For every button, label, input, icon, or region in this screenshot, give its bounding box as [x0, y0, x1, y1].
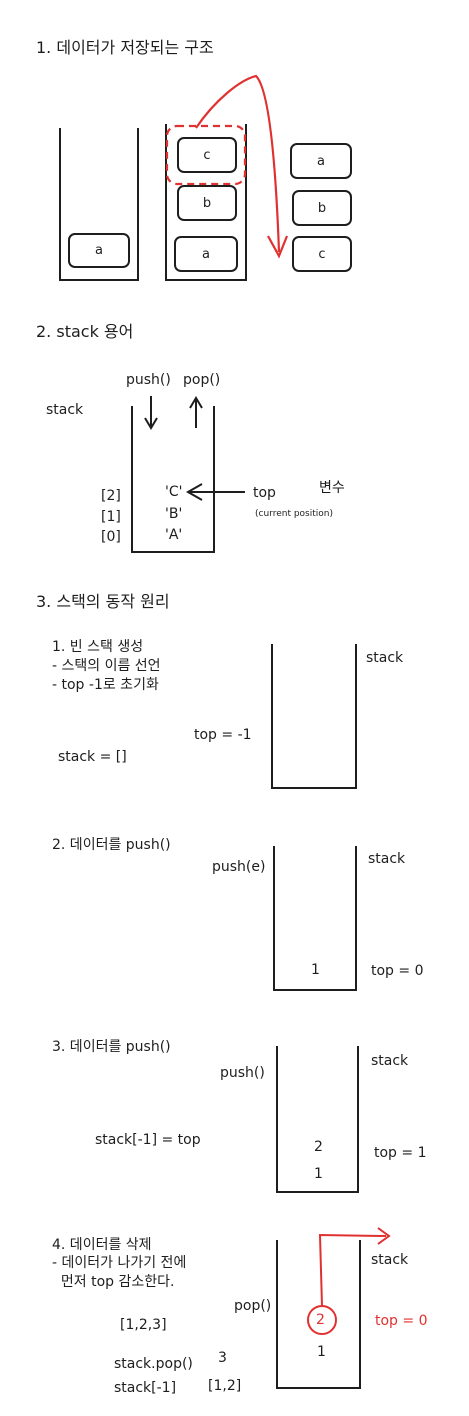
pop-label: pop()	[183, 372, 221, 388]
step3-stack-label: stack	[371, 1053, 409, 1069]
value-b: 'B'	[165, 506, 183, 522]
top-label: top	[253, 485, 276, 501]
section-1-title: 1. 데이터가 저장되는 구조	[36, 38, 214, 57]
stack1-item-a: a	[68, 233, 130, 268]
step3-top: top = 1	[374, 1145, 427, 1161]
output-item-b: b	[292, 190, 352, 226]
step3-item-2: 2	[314, 1139, 323, 1155]
output-item-a: a	[290, 143, 352, 179]
value-a: 'A'	[165, 527, 183, 543]
step4-action: pop()	[234, 1298, 272, 1314]
section-2-title: 2. stack 용어	[36, 322, 134, 341]
stack2-item-c: c	[177, 137, 237, 173]
step1-line-2: - 스택의 이름 선언	[52, 658, 161, 674]
value-c: 'C'	[165, 484, 183, 500]
step4-list: [1,2,3]	[120, 1317, 167, 1333]
step4-code-pop: stack.pop()	[114, 1356, 193, 1372]
output-item-c: c	[292, 236, 352, 272]
step4-top: top = 0	[375, 1313, 428, 1329]
stack2-item-b: b	[177, 185, 237, 221]
step2-action: push(e)	[212, 859, 266, 875]
stack-label: stack	[46, 402, 84, 418]
step3-item-1: 1	[314, 1166, 323, 1182]
step1-line-1: 1. 빈 스택 생성	[52, 639, 144, 655]
push-label: push()	[126, 372, 171, 388]
step2-top: top = 0	[371, 963, 424, 979]
step3-action: push()	[220, 1065, 265, 1081]
section-3-title: 3. 스택의 동작 원리	[36, 592, 170, 611]
step4-stack-label: stack	[371, 1252, 409, 1268]
index-1: [1]	[101, 509, 121, 525]
stack2-item-a: a	[174, 236, 238, 272]
step4-line-3: 먼저 top 감소한다.	[52, 1274, 175, 1290]
step3-code: stack[-1] = top	[95, 1132, 201, 1148]
step3-title: 3. 데이터를 push()	[52, 1039, 171, 1055]
step4-code-last: stack[-1]	[114, 1380, 177, 1396]
step4-item-2: 2	[316, 1312, 325, 1328]
step2-item-1: 1	[311, 962, 320, 978]
step4-item-1: 1	[317, 1344, 326, 1360]
step1-line-3: - top -1로 초기화	[52, 677, 159, 693]
step1-code: stack = []	[58, 749, 127, 765]
variable-label: 변수	[319, 480, 345, 496]
step2-stack-label: stack	[368, 851, 406, 867]
step1-top: top = -1	[194, 727, 252, 743]
step4-result-last: [1,2]	[208, 1378, 242, 1394]
step2-title: 2. 데이터를 push()	[52, 837, 171, 853]
step4-result-pop: 3	[218, 1350, 227, 1366]
index-0: [0]	[101, 529, 121, 545]
step1-stack-label: stack	[366, 650, 404, 666]
step4-line-2: - 데이터가 나가기 전에	[52, 1255, 187, 1271]
current-position-label: (current position)	[255, 509, 333, 519]
index-2: [2]	[101, 488, 121, 504]
step4-line-1: 4. 데이터를 삭제	[52, 1237, 152, 1253]
